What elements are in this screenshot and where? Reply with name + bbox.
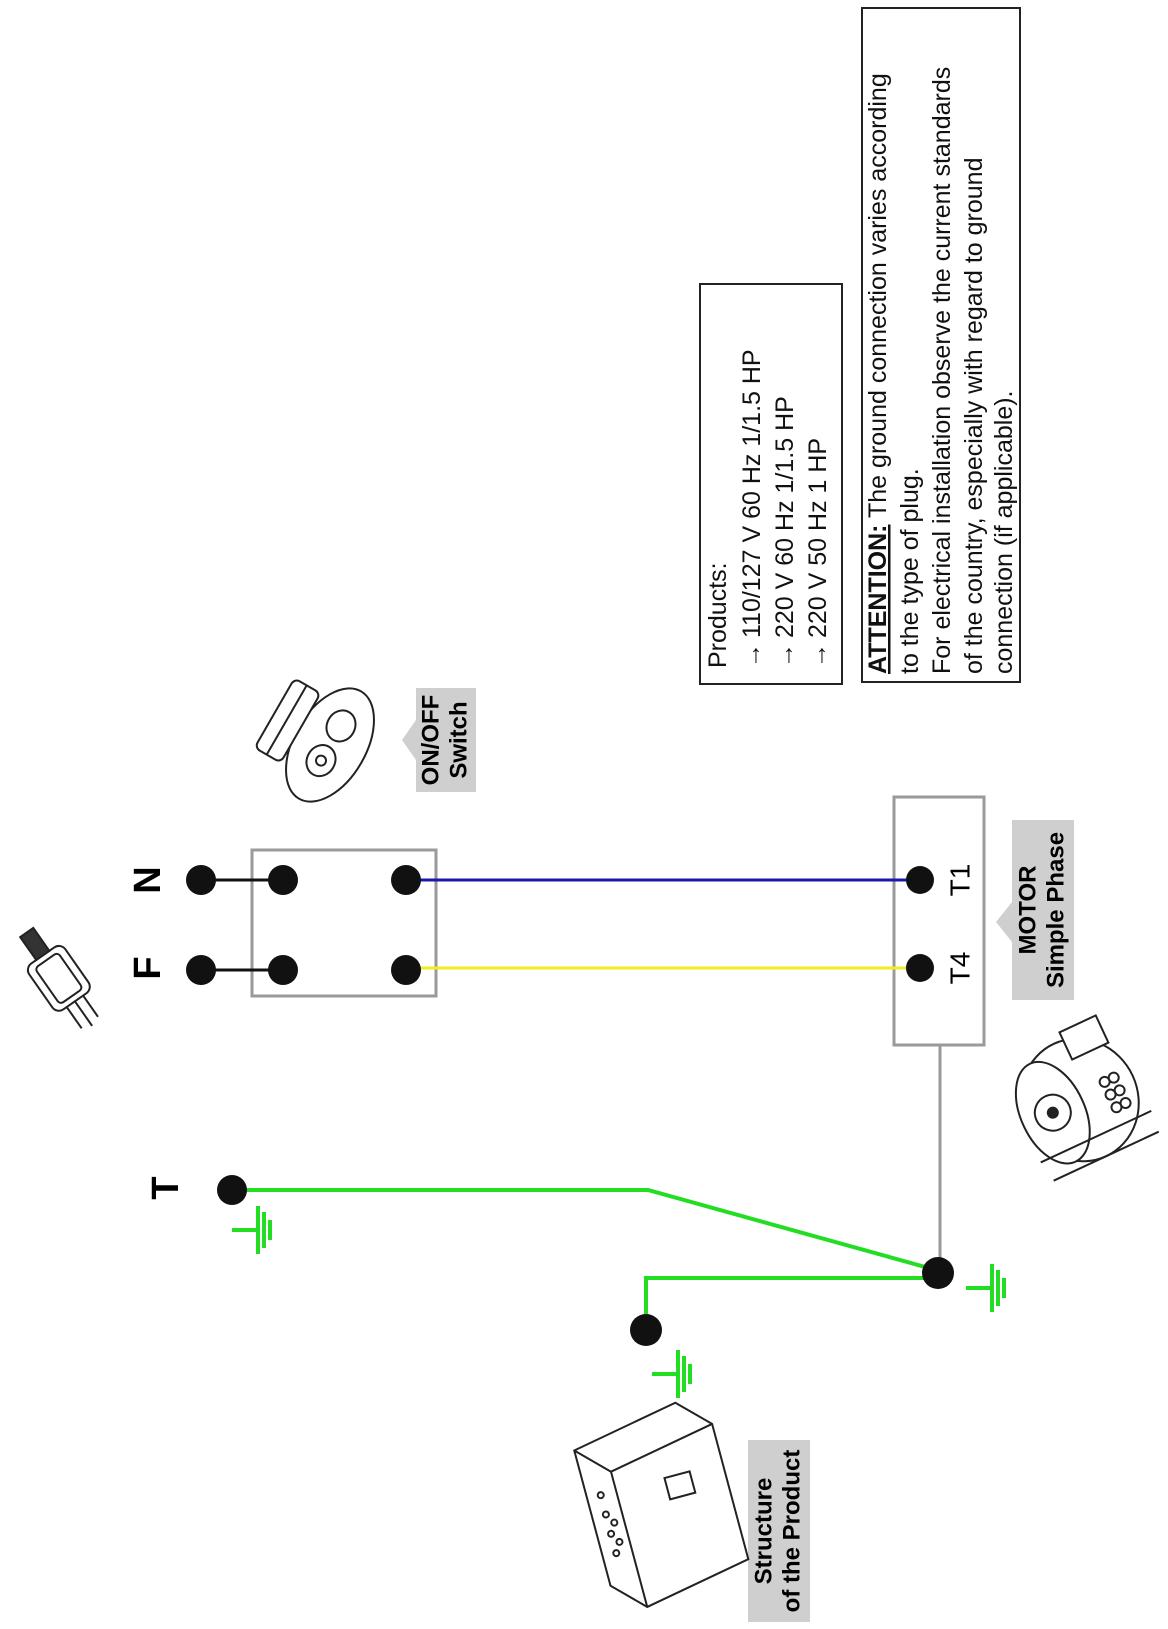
terminal-t-label: T bbox=[145, 1176, 187, 1199]
motor-t4-dot bbox=[906, 954, 934, 982]
product-item: 110/127 V 60 Hz 1/1.5 HP bbox=[738, 349, 766, 638]
product-arrow: → bbox=[771, 643, 799, 668]
terminal-f-dot bbox=[186, 955, 216, 985]
attention-heading: ATTENTION: bbox=[864, 524, 892, 674]
motor-t1-dot bbox=[906, 866, 934, 894]
products-box bbox=[699, 283, 843, 685]
switch-in-n-dot bbox=[268, 865, 298, 895]
product-arrow: → bbox=[738, 643, 766, 668]
svg-text:ATTENTION: The ground connecti: ATTENTION: The ground connection varies … bbox=[864, 73, 892, 674]
attention-note: ATTENTION: The ground connection varies … bbox=[864, 67, 1018, 674]
product-item: 220 V 60 Hz 1/1.5 HP bbox=[771, 396, 799, 638]
motor-box bbox=[892, 795, 986, 1047]
ground-symbol-icon bbox=[966, 1264, 1006, 1312]
plug-icon bbox=[18, 926, 99, 1029]
switch-label-tag: ON/OFF Switch bbox=[402, 688, 476, 792]
ground-symbol-icon bbox=[232, 1206, 272, 1254]
structure-label-line1: Structure bbox=[750, 1478, 777, 1585]
motor-t1-label: T1 bbox=[944, 864, 975, 897]
terminal-f-label: F bbox=[127, 956, 169, 979]
product-item: 220 V 50 Hz 1 HP bbox=[804, 438, 832, 638]
terminal-n-label: N bbox=[127, 866, 169, 893]
product-arrow: → bbox=[804, 643, 832, 668]
motor-label-line1: MOTOR bbox=[1014, 866, 1041, 955]
switch-out-n-dot bbox=[391, 865, 421, 895]
attention-box bbox=[861, 7, 1021, 683]
ground-symbol-icon bbox=[652, 1350, 692, 1398]
attention-line3: For electrical installation observe the … bbox=[928, 67, 956, 674]
structure-ground-wire bbox=[644, 1276, 936, 1330]
switch-icon bbox=[255, 679, 375, 803]
attention-line4: of the country, especially with regard t… bbox=[960, 158, 988, 675]
terminal-n-dot bbox=[186, 865, 216, 895]
products-list: → 110/127 V 60 Hz 1/1.5 HP → 220 V 60 Hz… bbox=[738, 349, 832, 668]
structure-label-tag: Structure of the Product bbox=[748, 1440, 810, 1622]
terminal-t-dot bbox=[217, 1175, 247, 1205]
switch-out-f-dot bbox=[391, 955, 421, 985]
structure-label-line2: of the Product bbox=[778, 1450, 805, 1613]
attention-line5: connection (if applicable). bbox=[990, 391, 1018, 675]
switch-label-line1: ON/OFF bbox=[417, 695, 444, 786]
motor-label-line2: Simple Phase bbox=[1042, 832, 1069, 988]
switch-in-f-dot bbox=[268, 955, 298, 985]
switch-label-line2: Switch bbox=[445, 701, 472, 778]
motor-icon bbox=[1014, 1014, 1160, 1182]
structure-dot bbox=[630, 1314, 662, 1346]
junction-dot bbox=[922, 1257, 954, 1289]
attention-line2: to the type of plug. bbox=[896, 468, 924, 674]
attention-line1: The ground connection varies according bbox=[864, 73, 892, 524]
ground-wire bbox=[232, 1188, 937, 1272]
motor-label-tag: MOTOR Simple Phase bbox=[996, 820, 1074, 1000]
motor-t4-label: T4 bbox=[944, 952, 975, 985]
structure-icon bbox=[573, 1401, 750, 1609]
switch-box bbox=[250, 848, 438, 998]
products-title: Products: bbox=[704, 562, 732, 668]
